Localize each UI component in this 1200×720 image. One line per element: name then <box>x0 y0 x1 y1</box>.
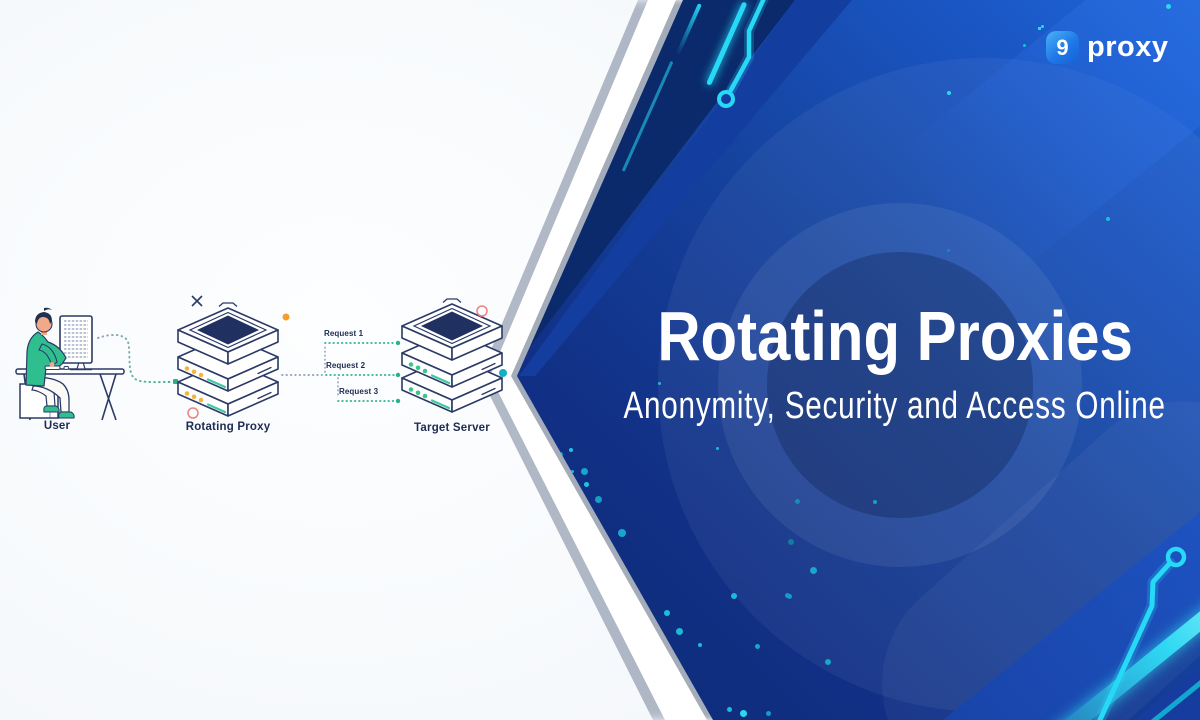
watermark-9-counter <box>767 252 1033 518</box>
decor-dot <box>1041 25 1044 28</box>
decor-dot <box>787 594 792 599</box>
decor-dot <box>584 482 589 487</box>
proxy-flow-diagram: .f{fill:#fff;stroke:#2b3a66;stroke-width… <box>15 295 504 421</box>
decor-dot <box>618 529 626 537</box>
user-label: User <box>43 420 71 432</box>
decor-dot <box>1038 27 1041 30</box>
decor-dot <box>698 643 702 647</box>
red-circle-icon <box>476 305 488 317</box>
decor-dot <box>676 628 683 635</box>
decor-dot <box>716 447 719 450</box>
decor-dot <box>947 249 950 252</box>
logo-digit: 9 <box>1056 34 1069 60</box>
brand-name: proxy <box>1087 31 1169 63</box>
target-server-label: Target Server <box>414 422 490 434</box>
monitor-icon <box>59 315 93 371</box>
decor-dot <box>825 659 831 665</box>
target-server-stack-icon <box>400 298 504 414</box>
decor-dot <box>727 707 732 712</box>
decor-dot <box>581 468 588 475</box>
decor-dot <box>569 448 573 452</box>
decor-dot <box>571 470 574 473</box>
brand-9-icon: 9 <box>1046 31 1079 64</box>
person-figure <box>19 307 75 419</box>
decor-dot <box>1023 44 1026 47</box>
connector-user-to-proxy <box>97 333 178 384</box>
decor-dot <box>1166 4 1171 9</box>
red-circle-icon <box>187 407 199 419</box>
decor-dot <box>947 91 951 95</box>
decor-dot <box>788 539 794 545</box>
sparkle-icon <box>191 295 203 307</box>
user-illustration <box>15 307 125 421</box>
decor-dot <box>731 593 737 599</box>
proxy-server-stack-icon <box>176 295 290 419</box>
request-2-label: Request 2 <box>326 361 366 370</box>
decor-dot <box>595 496 602 503</box>
page-title: Rotating Proxies <box>657 297 1133 375</box>
decor-dot <box>873 500 877 504</box>
brand-logo: 9 proxy <box>1046 31 1168 64</box>
decor-dot <box>766 711 771 716</box>
decor-dot <box>755 644 760 649</box>
connector-proxy-to-target <box>281 340 401 404</box>
decor-dot <box>1106 217 1110 221</box>
page-subtitle: Anonymity, Security and Access Online <box>623 385 1167 427</box>
decor-dot <box>667 357 670 360</box>
decor-dot <box>664 610 670 616</box>
teal-dot-icon <box>499 369 507 377</box>
rotating-proxy-label: Rotating Proxy <box>185 421 271 433</box>
decor-dot <box>795 499 800 504</box>
decor-dot <box>810 567 817 574</box>
decor-dot <box>740 710 747 717</box>
decor-dot <box>658 382 661 385</box>
request-3-label: Request 3 <box>339 387 379 396</box>
orange-dot-icon <box>282 313 290 321</box>
request-1-label: Request 1 <box>324 329 364 338</box>
decor-dot <box>748 34 751 37</box>
